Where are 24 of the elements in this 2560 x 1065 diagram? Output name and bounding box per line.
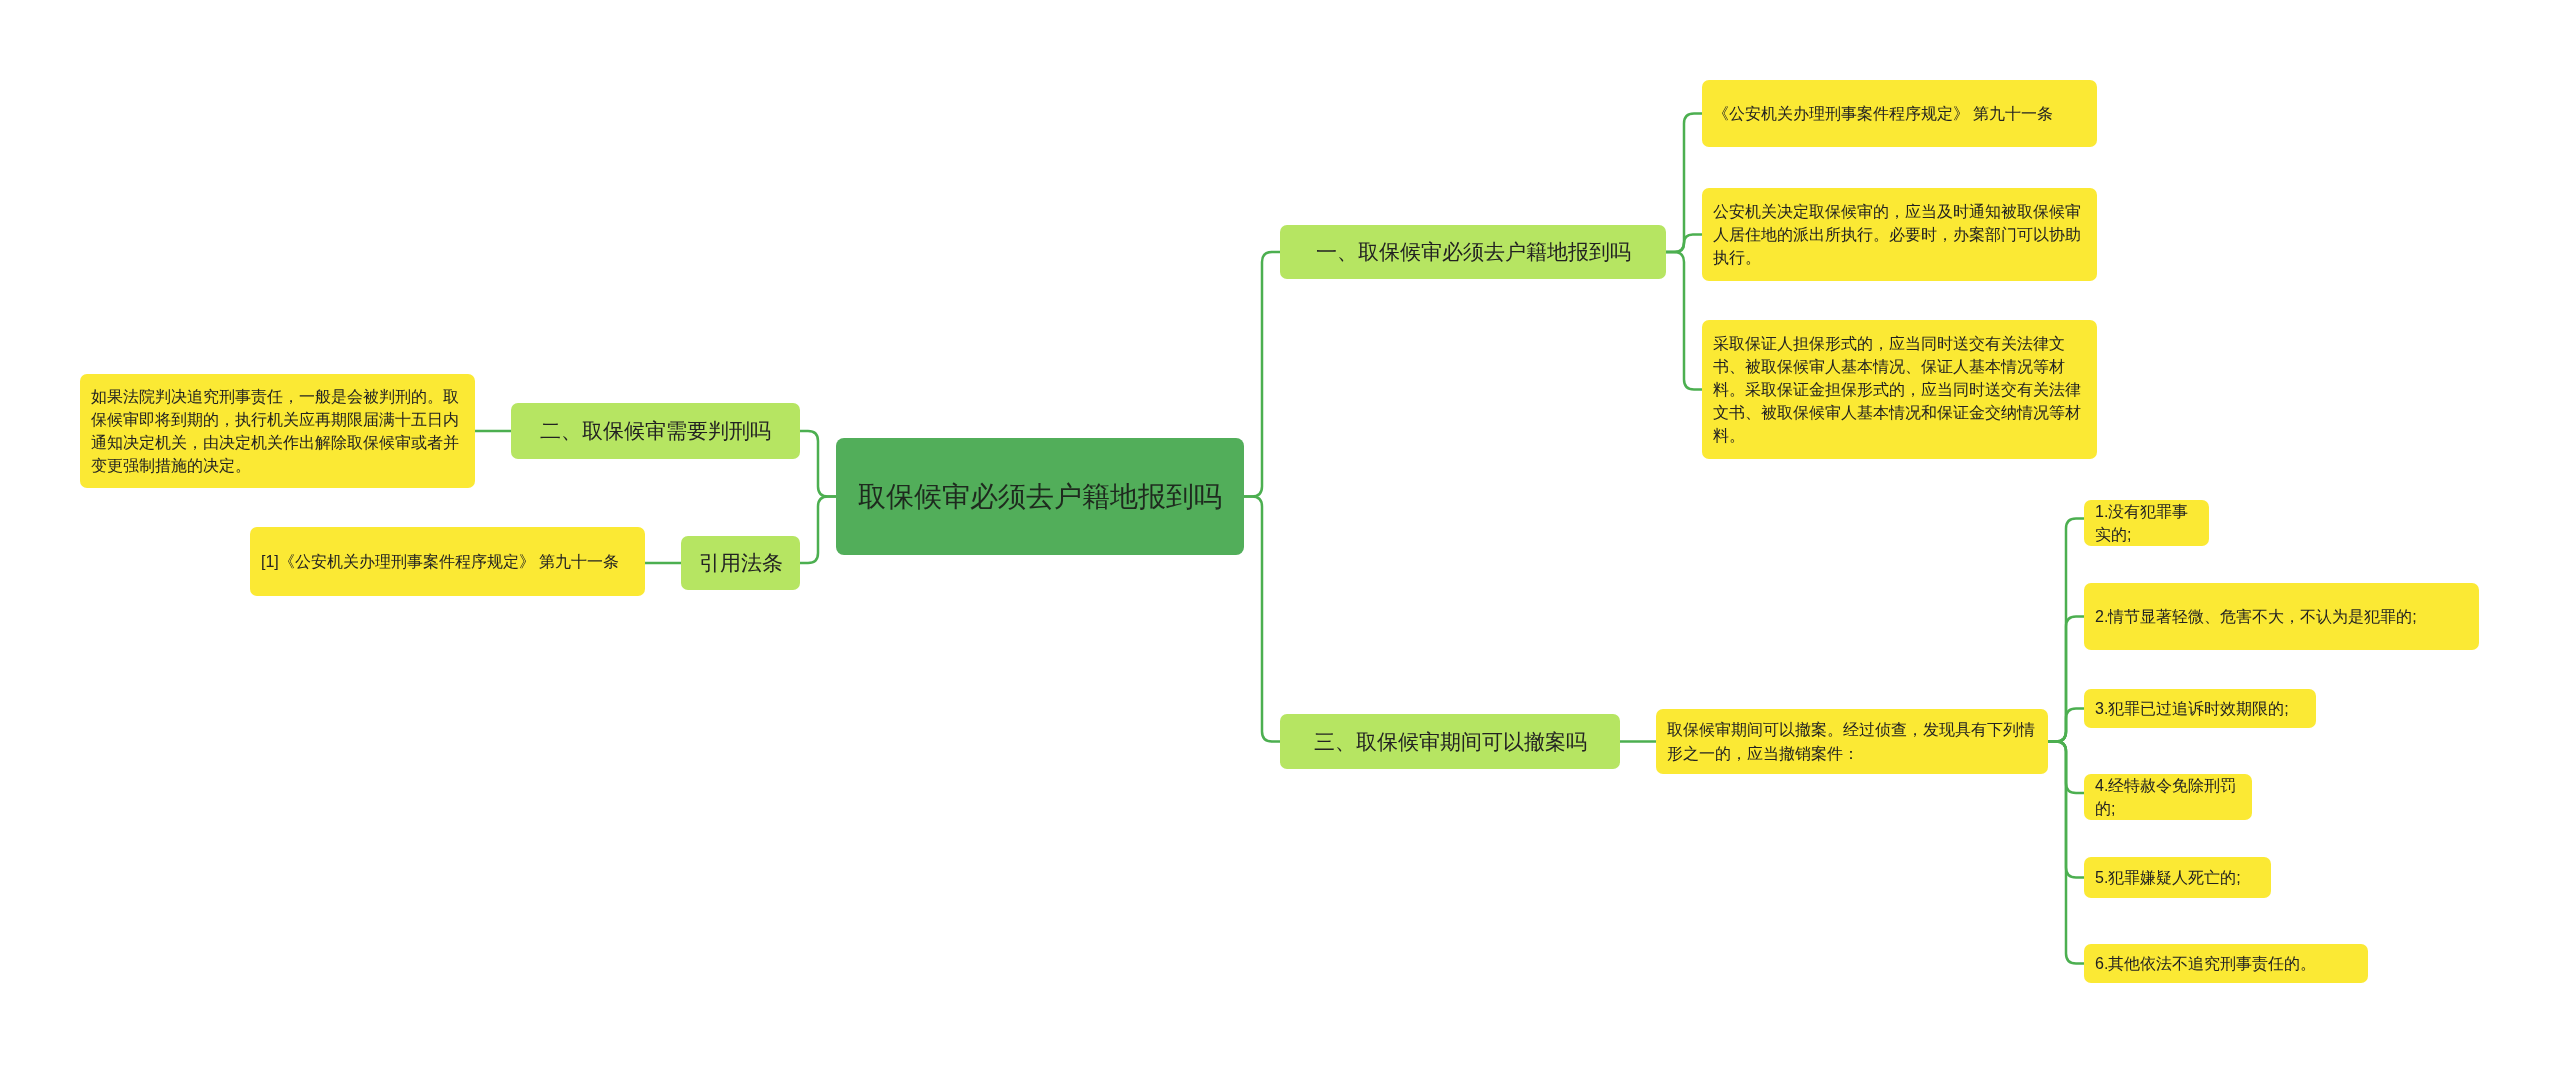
branch-topic: 一、取保候审必须去户籍地报到吗	[1280, 225, 1666, 279]
branch-topic: 三、取保候审期间可以撤案吗	[1280, 714, 1620, 769]
leaf-note: 取保候审期间可以撤案。经过侦查，发现具有下列情形之一的，应当撤销案件：	[1656, 709, 2048, 774]
connector-line	[2048, 740, 2084, 965]
connector-line	[475, 429, 511, 433]
leaf-note: 6.其他依法不追究刑事责任的。	[2084, 944, 2368, 983]
leaf-note: [1]《公安机关办理刑事案件程序规定》 第九十一条	[250, 527, 645, 596]
leaf-note: 2.情节显著轻微、危害不大，不认为是犯罪的;	[2084, 583, 2479, 650]
connector-line	[1244, 495, 1280, 743]
leaf-note: 4.经特赦令免除刑罚的;	[2084, 774, 2252, 821]
leaf-note: 《公安机关办理刑事案件程序规定》 第九十一条	[1702, 80, 2097, 147]
connector-line	[1620, 740, 1656, 743]
leaf-note: 公安机关决定取保候审的，应当及时通知被取保候审人居住地的派出所执行。必要时，办案部门可以协助执行。	[1702, 188, 2097, 281]
connector-line	[1666, 250, 1702, 391]
branch-topic: 二、取保候审需要判刑吗	[511, 403, 800, 459]
leaf-note: 1.没有犯罪事实的;	[2084, 500, 2209, 547]
leaf-note: 采取保证人担保形式的，应当同时送交有关法律文书、被取保候审人基本情况、保证人基本情况等材料。采取保证金担保形式的，应当同时送交有关法律文书、被取保候审人基本情况和保证金交纳情况等材料。	[1702, 320, 2097, 459]
central-topic: 取保候审必须去户籍地报到吗	[836, 438, 1244, 555]
branch-topic: 引用法条	[681, 536, 800, 590]
connector-line	[800, 495, 836, 565]
leaf-note: 5.犯罪嫌疑人死亡的;	[2084, 857, 2271, 898]
leaf-note: 3.犯罪已过追诉时效期限的;	[2084, 689, 2316, 728]
leaf-note: 如果法院判决追究刑事责任，一般是会被判刑的。取保候审即将到期的，执行机关应再期限届满十五日内通知决定机关，由决定机关作出解除取保候审或者并变更强制措施的决定。	[80, 374, 475, 488]
connector-line	[645, 561, 681, 565]
